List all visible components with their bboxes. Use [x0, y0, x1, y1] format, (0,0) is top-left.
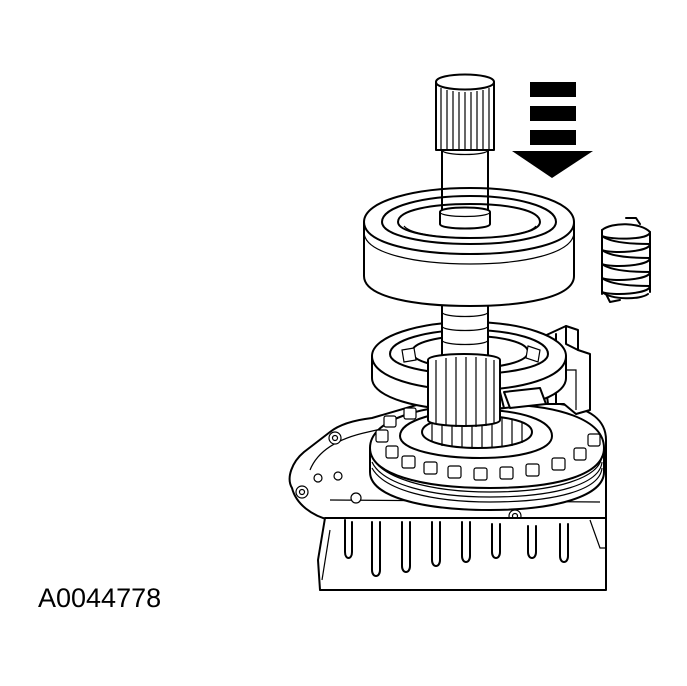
down-arrow-icon — [512, 82, 593, 178]
coil-spring-icon — [601, 217, 651, 303]
bearing-ring — [363, 149, 575, 307]
figure-id-label: A0044778 — [38, 583, 162, 613]
